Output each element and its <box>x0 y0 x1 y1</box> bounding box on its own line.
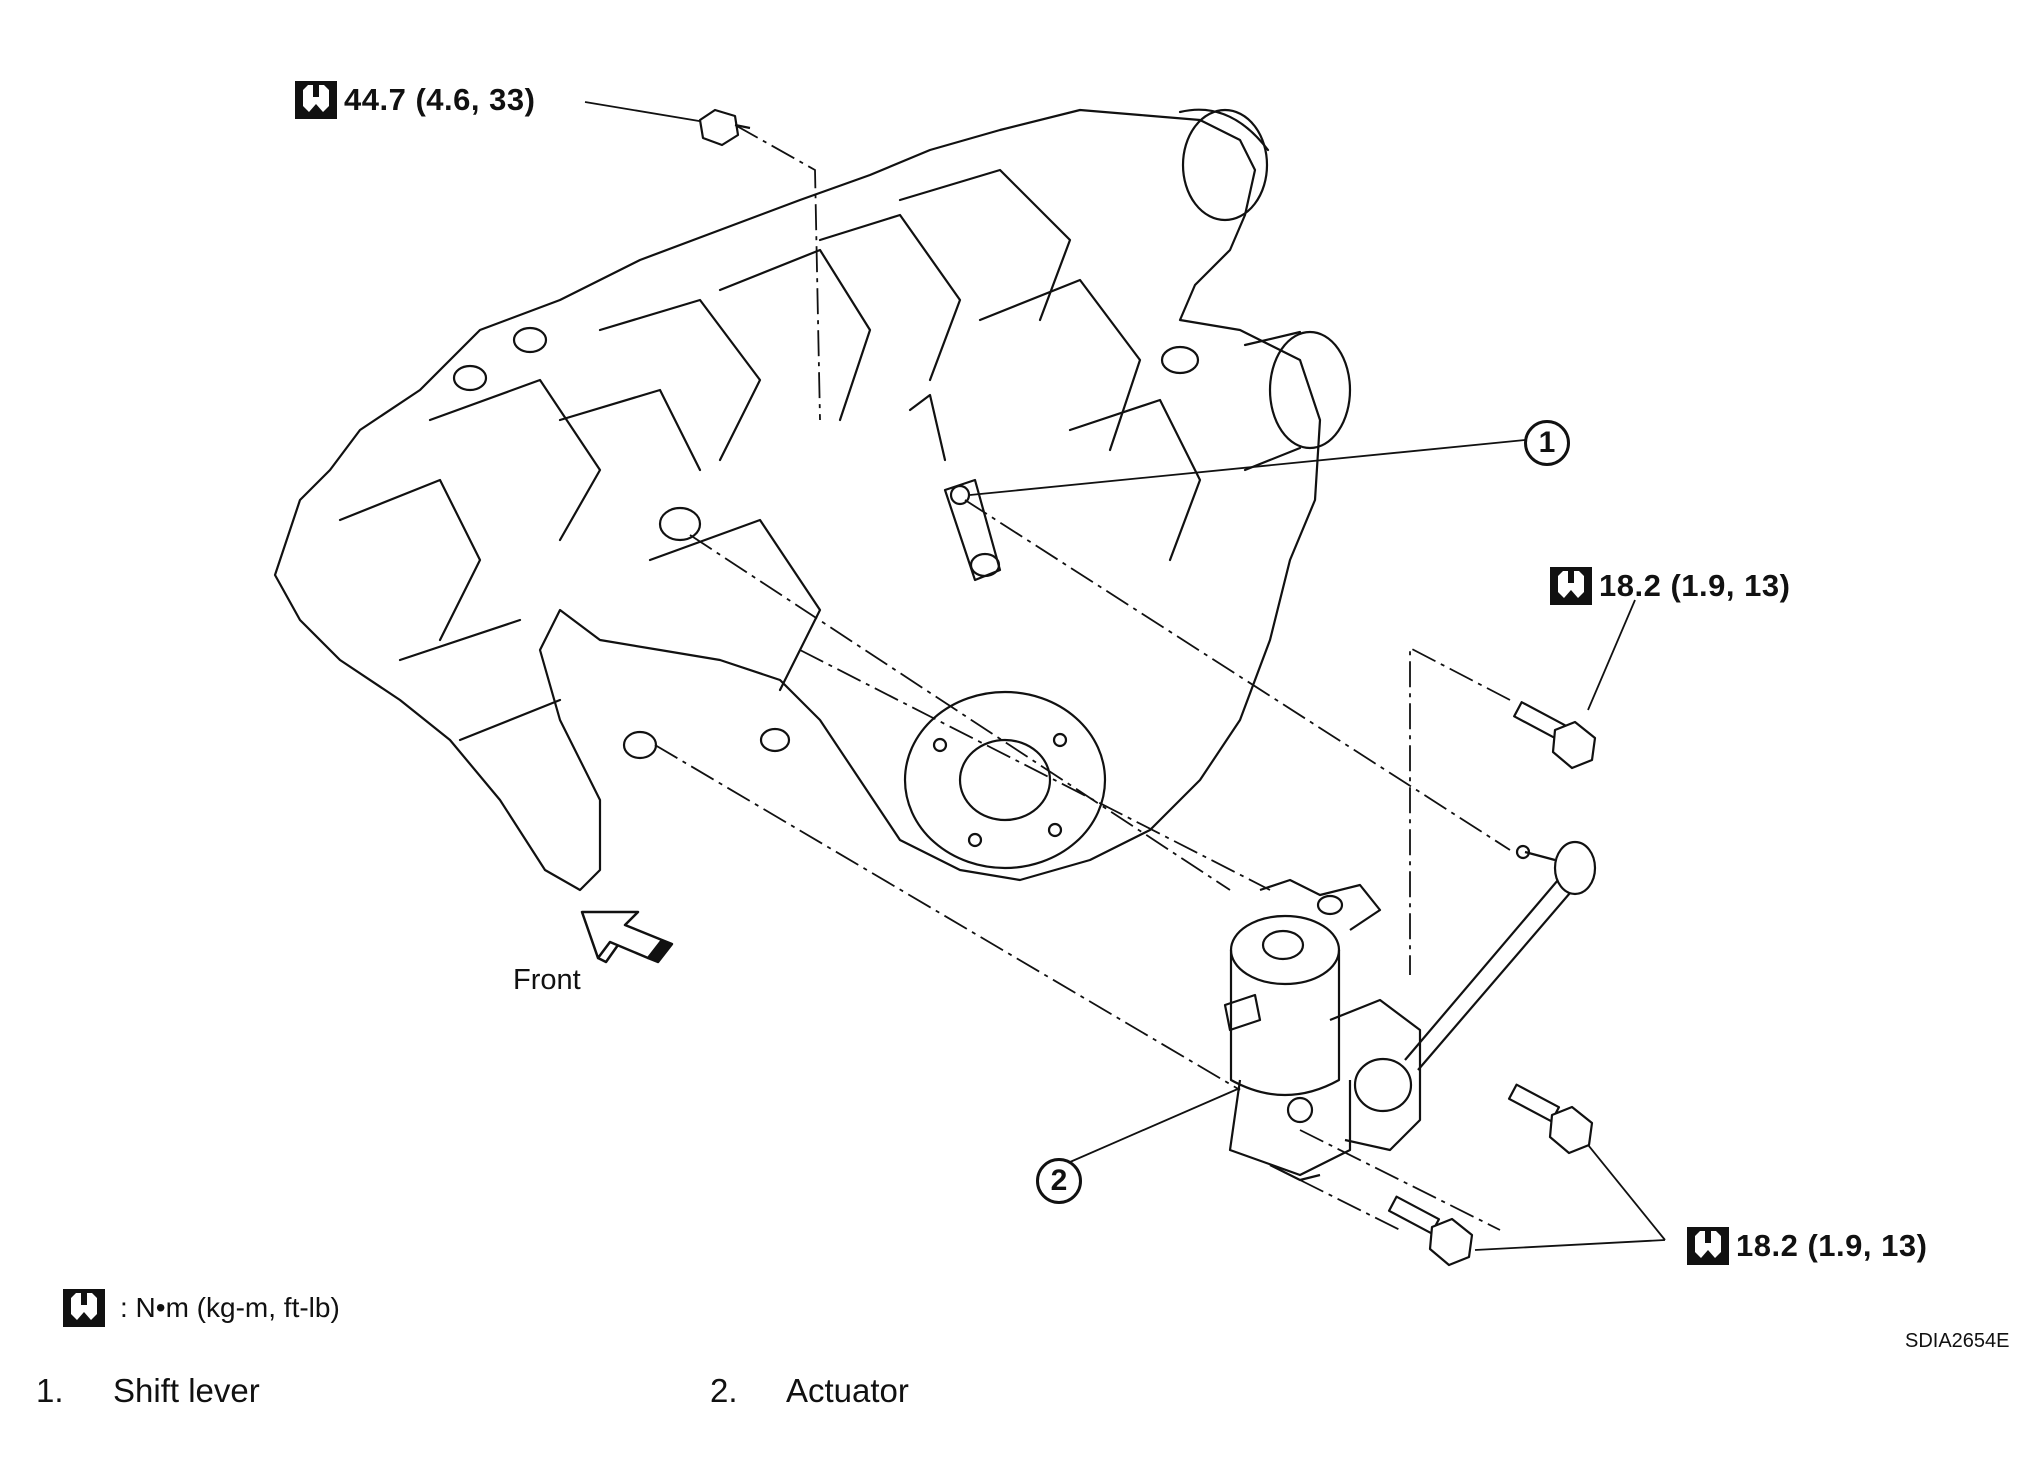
shift-lever <box>943 478 1002 582</box>
link-rod <box>1404 840 1597 1071</box>
torque-value-bottom: 18.2 (1.9, 13) <box>1736 1228 1928 1263</box>
leader-bottom-a <box>1474 1239 1666 1251</box>
callout-1: 1 <box>1524 420 1570 466</box>
legend-text: : N•m (kg-m, ft-lb) <box>120 1292 340 1323</box>
case-motor <box>1268 330 1352 450</box>
part-item-1-number: 1. <box>36 1372 64 1409</box>
torque-wrench-icon <box>63 1289 105 1327</box>
bolt-lower-left <box>1387 1195 1474 1267</box>
callout-2: 2 <box>1036 1158 1082 1204</box>
leader-2 <box>1069 1087 1241 1163</box>
leader-right <box>1587 599 1636 711</box>
figure-code: SDIA2654E <box>1905 1330 2010 1352</box>
output-flange <box>903 690 1107 870</box>
leader-1 <box>969 439 1526 496</box>
part-item-2-name: Actuator <box>786 1372 909 1409</box>
torque-value-right: 18.2 (1.9, 13) <box>1599 568 1791 603</box>
part-item-1-name: Shift lever <box>113 1372 260 1409</box>
front-label: Front <box>513 964 581 996</box>
part-item-2-number: 2. <box>710 1372 738 1409</box>
torque-label-top: 44.7 (4.6, 33) <box>294 80 535 120</box>
bolt-top <box>698 108 751 147</box>
rear-housing <box>1181 108 1269 222</box>
case-outline <box>273 108 1322 892</box>
torque-wrench-icon <box>1687 1227 1729 1265</box>
torque-label-bottom: 18.2 (1.9, 13) <box>1686 1226 1927 1266</box>
torque-wrench-icon <box>1550 567 1592 605</box>
bolt-lower-right <box>1507 1083 1594 1155</box>
leader-top <box>584 101 706 123</box>
bolt-right <box>1513 701 1597 770</box>
torque-label-right: 18.2 (1.9, 13) <box>1549 566 1790 606</box>
actuator <box>1223 878 1422 1182</box>
torque-wrench-icon <box>295 81 337 119</box>
front-arrow-icon <box>580 910 674 964</box>
torque-value-top: 44.7 (4.6, 33) <box>344 82 536 117</box>
torque-legend: : N•m (kg-m, ft-lb) <box>62 1288 340 1328</box>
leader-bottom-b <box>1579 1134 1666 1241</box>
